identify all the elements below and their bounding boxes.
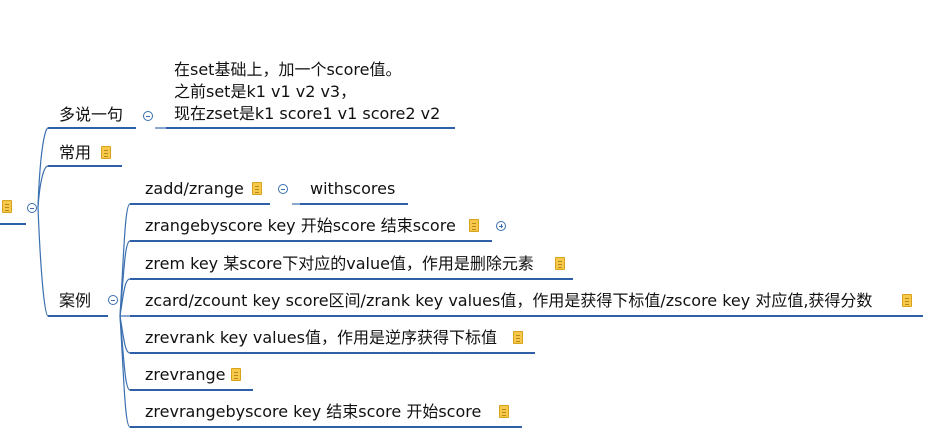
branch-duoshuo-label[interactable]: 多说一句 xyxy=(59,105,124,124)
case-6-note-icon[interactable] xyxy=(499,405,509,418)
root-collapse-icon[interactable] xyxy=(27,203,37,213)
note-line-3: 现在zset是k1 score1 v1 score2 v2 xyxy=(174,104,441,123)
case-1-note-icon[interactable] xyxy=(469,219,479,232)
withscores-label[interactable]: withscores xyxy=(310,179,396,198)
branch-changyong-label[interactable]: 常用 xyxy=(59,143,92,162)
case-5-label[interactable]: zrevrange xyxy=(145,365,226,384)
case-1-expand-icon[interactable] xyxy=(496,221,506,231)
note-line-1: 在set基础上，加一个score值。 xyxy=(174,60,402,79)
changyong-note-icon[interactable] xyxy=(101,146,111,159)
case-0-collapse-icon[interactable] xyxy=(278,184,288,194)
anli-collapse-icon[interactable] xyxy=(108,295,118,305)
case-0-label[interactable]: zadd/zrange xyxy=(145,179,244,198)
case-2-note-icon[interactable] xyxy=(555,257,565,270)
connector-root-anli xyxy=(37,206,49,317)
root-note-icon[interactable] xyxy=(2,200,12,213)
case-0-note-icon[interactable] xyxy=(252,182,262,195)
case-3-note-icon[interactable] xyxy=(902,294,912,307)
connector-case-2 xyxy=(119,278,131,317)
case-1-label[interactable]: zrangebyscore key 开始score 结束score xyxy=(145,216,456,235)
case-6-label[interactable]: zrevrangebyscore key 结束score 开始score xyxy=(145,402,482,421)
case-4-label[interactable]: zrevrank key values值，作用是逆序获得下标值 xyxy=(145,328,497,347)
case-3-label[interactable]: zcard/zcount key score区间/zrank key value… xyxy=(145,291,873,310)
case-5-note-icon[interactable] xyxy=(231,368,241,381)
connector-root-changyong xyxy=(37,165,49,208)
connector-case-1 xyxy=(119,240,131,317)
case-2-label[interactable]: zrem key 某score下对应的value值，作用是删除元素 xyxy=(145,254,534,273)
branch-anli-label[interactable]: 案例 xyxy=(59,291,92,310)
duoshuo-collapse-icon[interactable] xyxy=(143,111,153,121)
connector-root-duoshuo xyxy=(37,127,49,208)
connector-case-6 xyxy=(119,315,131,428)
note-line-2: 之前set是k1 v1 v2 v3， xyxy=(174,82,357,101)
case-4-note-icon[interactable] xyxy=(513,331,523,344)
